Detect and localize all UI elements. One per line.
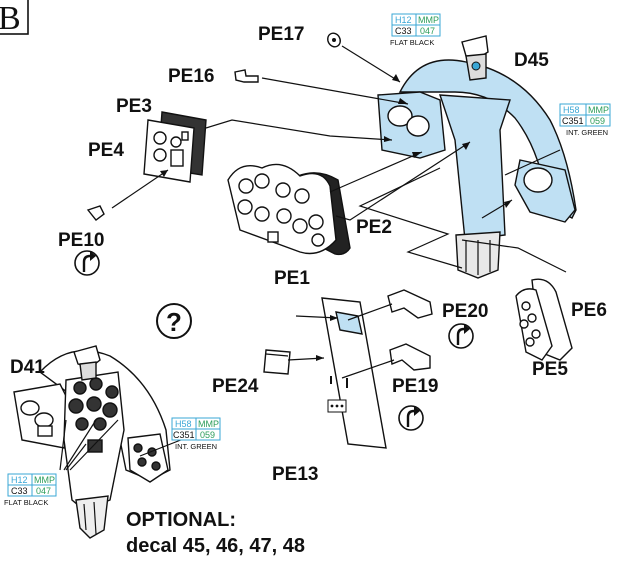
- optional-note: OPTIONAL: decal 45, 46, 47, 48: [126, 509, 305, 557]
- paint-h-code: H12: [11, 475, 28, 485]
- d41-panel: [13, 345, 171, 539]
- paint-mmp: MMP: [34, 475, 55, 485]
- paint-name: FLAT BLACK: [4, 498, 48, 507]
- pe17-part: [327, 32, 341, 48]
- label-pe4: PE4: [88, 140, 124, 161]
- step-box: B: [0, 0, 29, 37]
- label-pe2: PE2: [356, 217, 392, 238]
- label-pe6: PE6: [571, 300, 607, 321]
- pe20-part: [387, 289, 433, 319]
- paint-c-code: C351: [173, 430, 195, 440]
- label-pe10: PE10: [58, 230, 104, 251]
- label-pe5: PE5: [532, 359, 568, 380]
- bend-icon-pe19: [398, 405, 424, 431]
- bend-icon-pe10: [74, 250, 100, 276]
- label-pe24: PE24: [212, 376, 259, 397]
- question-mark: ?: [166, 307, 182, 337]
- assembly-lines: [59, 45, 567, 471]
- label-pe20: PE20: [442, 301, 488, 322]
- label-pe17: PE17: [258, 24, 304, 45]
- label-pe13: PE13: [272, 464, 318, 485]
- label-pe16: PE16: [168, 66, 214, 87]
- paint-mmp: MMP: [198, 419, 219, 429]
- paint-ref-flat-black-d41: H12 MMP C33 047 FLAT BLACK: [4, 473, 57, 507]
- paint-ref-flat-black-top: H12 MMP C33 047 FLAT BLACK: [390, 13, 441, 47]
- paint-h-code: H12: [395, 15, 412, 25]
- label-d45: D45: [514, 50, 549, 71]
- pe19-part: [389, 343, 431, 371]
- paint-h-code: H58: [563, 105, 580, 115]
- label-pe19: PE19: [392, 376, 438, 397]
- paint-ref-int-green-right: H58 MMP C351 059 INT. GREEN: [559, 103, 611, 137]
- paint-mmp-num: 059: [200, 430, 215, 440]
- label-pe3: PE3: [116, 96, 152, 117]
- pe13-part: [321, 297, 387, 449]
- optional-text: decal 45, 46, 47, 48: [126, 535, 305, 557]
- bend-symbols: [74, 250, 474, 431]
- part-labels: PE17 PE16 PE3 PE4 PE10 PE2 PE1 D45 PE20 …: [10, 24, 607, 485]
- paint-name: INT. GREEN: [175, 442, 217, 451]
- paint-c-code: C351: [562, 116, 584, 126]
- label-pe1: PE1: [274, 268, 310, 289]
- step-letter: B: [0, 0, 21, 37]
- paint-ref-int-green-d41: H58 MMP C351 059 INT. GREEN: [171, 417, 221, 451]
- paint-c-code: C33: [11, 486, 28, 496]
- paint-mmp-num: 047: [36, 486, 51, 496]
- question-symbol: ?: [156, 303, 192, 339]
- optional-title: OPTIONAL:: [126, 509, 236, 531]
- paint-h-code: H58: [175, 419, 192, 429]
- pe3-pe4-parts: [143, 111, 207, 183]
- pe24-part: [263, 349, 291, 375]
- assembly-arrowheads: [160, 74, 512, 361]
- pe16-part: [234, 69, 259, 83]
- paint-mmp-num: 047: [420, 26, 435, 36]
- paint-mmp-num: 059: [590, 116, 605, 126]
- pe1-pe2-parts: [227, 163, 351, 256]
- paint-mmp: MMP: [588, 105, 609, 115]
- paint-c-code: C33: [395, 26, 412, 36]
- pe5-pe6-parts: [515, 278, 573, 361]
- bend-icon-pe20: [448, 323, 474, 349]
- d45-panel: [377, 35, 577, 279]
- label-d41: D41: [10, 357, 45, 378]
- pe10-part: [86, 205, 105, 221]
- paint-name: INT. GREEN: [566, 128, 608, 137]
- paint-mmp: MMP: [418, 15, 439, 25]
- paint-name: FLAT BLACK: [390, 38, 434, 47]
